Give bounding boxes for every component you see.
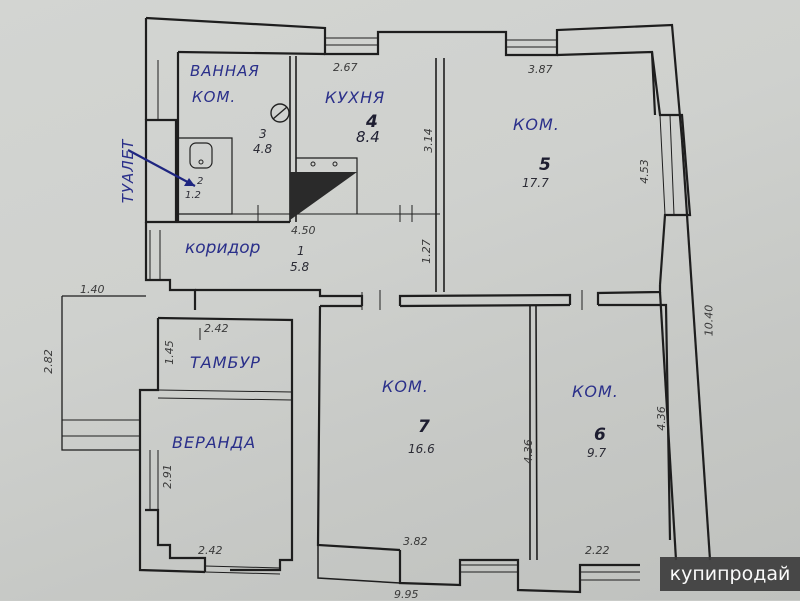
watermark-logo: купипродай <box>660 557 800 591</box>
dim-room5-width: 3.87 <box>528 63 553 76</box>
room-number-corridor: 1 <box>297 244 305 258</box>
room-label-kitchen: КУХНЯ <box>325 88 386 107</box>
room-area-kitchen: 8.4 <box>356 128 380 146</box>
room-label-bathroom-line2: КОМ. <box>192 88 237 106</box>
dim-room6-depth: 4.36 <box>654 406 668 431</box>
dim-porch-width: 1.40 <box>80 283 105 296</box>
room-area-bathroom: 4.8 <box>253 142 273 156</box>
room-area-toilet: 1.2 <box>185 190 201 201</box>
dim-vestibule-depth: 1.45 <box>162 340 176 365</box>
room-area-room6: 9.7 <box>587 446 607 460</box>
room-label-bathroom-line1: ВАННАЯ <box>190 62 260 80</box>
room-number-room6: 6 <box>594 425 606 445</box>
dim-room7-depth: 4.36 <box>521 439 535 464</box>
room-number-bathroom: 3 <box>259 127 267 141</box>
dim-vestibule-width: 2.42 <box>204 322 229 335</box>
stove-icon <box>290 172 357 220</box>
room-number-room5: 5 <box>539 155 551 175</box>
dim-veranda-width: 2.42 <box>198 544 223 557</box>
dim-total-width: 9.95 <box>394 588 419 601</box>
dim-room7-width: 3.82 <box>403 535 428 548</box>
room-number-kitchen: 4 <box>366 112 378 132</box>
room-area-room5: 17.7 <box>522 176 549 190</box>
room-label-room5: КОМ. <box>513 115 560 134</box>
dim-kitchen-depth: 3.14 <box>421 128 435 153</box>
dim-kitchen-width: 2.67 <box>333 61 358 74</box>
room-label-corridor: коридор <box>185 238 261 258</box>
room-label-room7: КОМ. <box>382 377 429 396</box>
room-number-room7: 7 <box>418 417 430 437</box>
room-area-room7: 16.6 <box>408 442 435 456</box>
dim-room5-depth: 4.53 <box>637 159 651 184</box>
dim-corridor-depth: 1.27 <box>419 239 433 264</box>
dim-corridor-length: 4.50 <box>291 224 316 237</box>
room-label-veranda: ВЕРАНДА <box>172 433 257 452</box>
dim-veranda-depth: 2.91 <box>160 464 174 489</box>
room-label-vestibule: ТАМБУР <box>190 353 261 372</box>
room-label-toilet: ТУАЛЕТ <box>119 138 137 204</box>
dim-total-depth: 10.40 <box>702 304 716 337</box>
dim-porch-depth: 2.82 <box>41 349 55 374</box>
room-label-room6: КОМ. <box>572 382 619 401</box>
dim-room6-width: 2.22 <box>585 544 610 557</box>
room-area-corridor: 5.8 <box>290 260 310 274</box>
room-number-toilet: 2 <box>197 176 204 187</box>
